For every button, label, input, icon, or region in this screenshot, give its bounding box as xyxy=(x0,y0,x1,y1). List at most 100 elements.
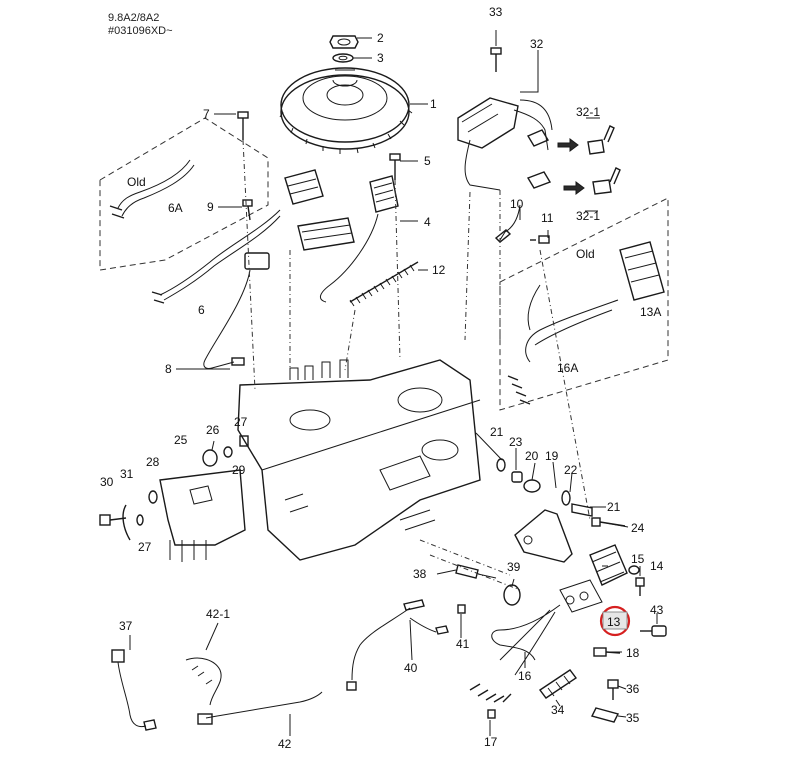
callout-39: 39 xyxy=(507,560,521,574)
cylinder-block xyxy=(237,359,481,561)
spark-plug-cap-1 xyxy=(526,129,550,147)
sensor-lead-8 xyxy=(203,252,270,369)
callout-11: 11 xyxy=(541,211,554,225)
clip-31 xyxy=(122,504,131,541)
plug-cap-32-1-b xyxy=(592,167,621,195)
callout-6: 6 xyxy=(198,303,205,317)
callout-18: 18 xyxy=(626,646,640,660)
old-harness-16A xyxy=(525,284,619,363)
callout-7: 7 xyxy=(203,107,210,121)
old-group-6A-outline xyxy=(99,117,269,271)
callout-9: 9 xyxy=(207,200,214,214)
spring-12 xyxy=(349,261,419,307)
bolt-11 xyxy=(530,235,550,244)
callout-30: 30 xyxy=(100,475,114,489)
guide-line xyxy=(242,139,256,391)
sensor-38 xyxy=(455,564,497,579)
bracket-19 xyxy=(514,509,573,563)
callout-42-1: 42-1 xyxy=(206,607,230,621)
bolt-33 xyxy=(490,47,502,72)
charge-coil xyxy=(320,175,399,303)
callout-25: 25 xyxy=(174,433,188,447)
model-code: 9.8A2/8A2 xyxy=(108,12,160,24)
callout-38: 38 xyxy=(413,567,427,581)
guide-line xyxy=(419,539,521,591)
callout-16A: 16A xyxy=(557,361,578,375)
lead-37 xyxy=(111,649,157,731)
lead-wire-6-terminals xyxy=(151,291,165,304)
callout-31: 31 xyxy=(120,467,134,481)
lead-wire-6A xyxy=(117,159,195,217)
callout-41: 41 xyxy=(456,637,470,651)
callout-5: 5 xyxy=(424,154,431,168)
lead-40 xyxy=(346,599,449,691)
spark-plug-cap-2 xyxy=(526,171,552,189)
callout-13A: 13A xyxy=(640,305,661,319)
part-13-label-box xyxy=(602,611,628,630)
ground-terminal xyxy=(494,229,512,243)
callout-32-1-b: 32-1 xyxy=(576,209,600,223)
bolt-21b xyxy=(571,503,593,517)
callout-43: 43 xyxy=(650,603,664,617)
callout-8: 8 xyxy=(165,362,172,376)
callout-42: 42 xyxy=(278,737,292,751)
washer-22 xyxy=(561,490,571,506)
bolt-9 xyxy=(242,199,253,221)
old-group-16A-outline xyxy=(499,197,669,411)
clip-17 xyxy=(487,709,496,719)
callout-28: 28 xyxy=(146,455,160,469)
ground-lead-10 xyxy=(499,204,521,241)
callout-2: 2 xyxy=(377,31,384,45)
callout-20: 20 xyxy=(525,449,539,463)
guide-line xyxy=(344,309,356,371)
bolt-36 xyxy=(607,679,619,700)
harness-16-terminals xyxy=(469,683,512,703)
callout-36: 36 xyxy=(626,682,640,696)
serial-range: #031096XD~ xyxy=(108,25,173,37)
callout-26: 26 xyxy=(206,423,220,437)
flywheel-washer xyxy=(332,53,354,63)
collar-23 xyxy=(511,471,523,483)
wiring-harness-16 xyxy=(491,604,561,676)
bracket-25 xyxy=(159,469,246,562)
bolt-14 xyxy=(635,577,645,596)
callout-34: 34 xyxy=(551,703,565,717)
callout-13: 13 xyxy=(607,615,621,629)
grommet-26 xyxy=(202,449,218,467)
guide-line xyxy=(394,179,401,361)
callout-32: 32 xyxy=(530,37,544,51)
callout-23: 23 xyxy=(509,435,523,449)
callout-1: 1 xyxy=(430,97,437,111)
callout-21-b: 21 xyxy=(607,500,621,514)
guide-line xyxy=(539,249,591,521)
guide-line xyxy=(464,191,471,341)
ignition-coil xyxy=(457,97,553,191)
callout-33: 33 xyxy=(489,5,503,19)
bolt-7 xyxy=(237,111,249,140)
callout-19: 19 xyxy=(545,449,559,463)
bolt-21a xyxy=(496,458,506,472)
arrow-right-icon xyxy=(557,138,579,152)
old-harness-16A-terminals xyxy=(507,375,531,405)
callout-14: 14 xyxy=(650,559,664,573)
callout-32-1-a: 32-1 xyxy=(576,105,600,119)
washer-27b xyxy=(136,514,144,526)
callout-37: 37 xyxy=(119,619,133,633)
callout-40: 40 xyxy=(404,661,418,675)
callout-16: 16 xyxy=(518,669,532,683)
callout-29: 29 xyxy=(232,463,246,477)
callout-24: 24 xyxy=(631,521,645,535)
connector-39 xyxy=(503,584,521,606)
bolt-43 xyxy=(640,625,667,637)
callout-4: 4 xyxy=(424,215,431,229)
label-old-6A: Old xyxy=(127,175,146,189)
flywheel xyxy=(279,67,413,154)
callout-35: 35 xyxy=(626,711,640,725)
cdi-unit-13 xyxy=(559,544,628,613)
callout-27-a: 27 xyxy=(234,415,248,429)
callout-6A: 6A xyxy=(168,201,183,215)
callout-17: 17 xyxy=(484,735,498,749)
grommet-15 xyxy=(628,565,640,575)
washer-29 xyxy=(223,446,233,458)
highlight-circle xyxy=(599,605,631,637)
